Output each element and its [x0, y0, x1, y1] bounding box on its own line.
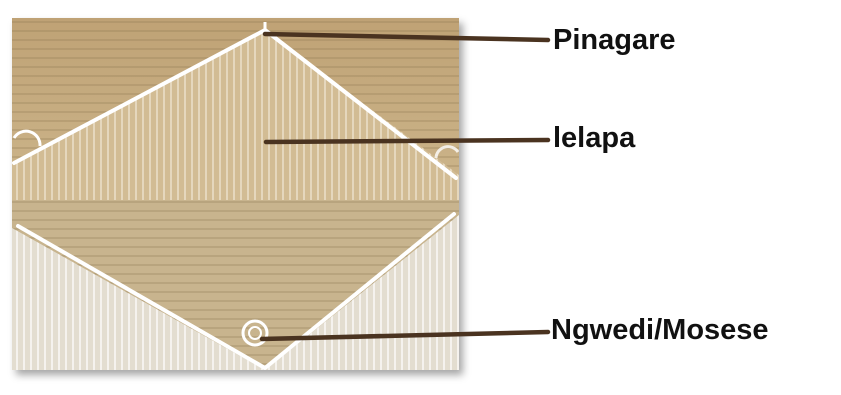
leader-line-lelapa	[266, 140, 548, 142]
label-ngwedi-mosese: Ngwedi/Mosese	[551, 316, 769, 345]
label-pinagare: Pinagare	[553, 26, 676, 55]
label-lelapa: lelapa	[553, 124, 635, 153]
